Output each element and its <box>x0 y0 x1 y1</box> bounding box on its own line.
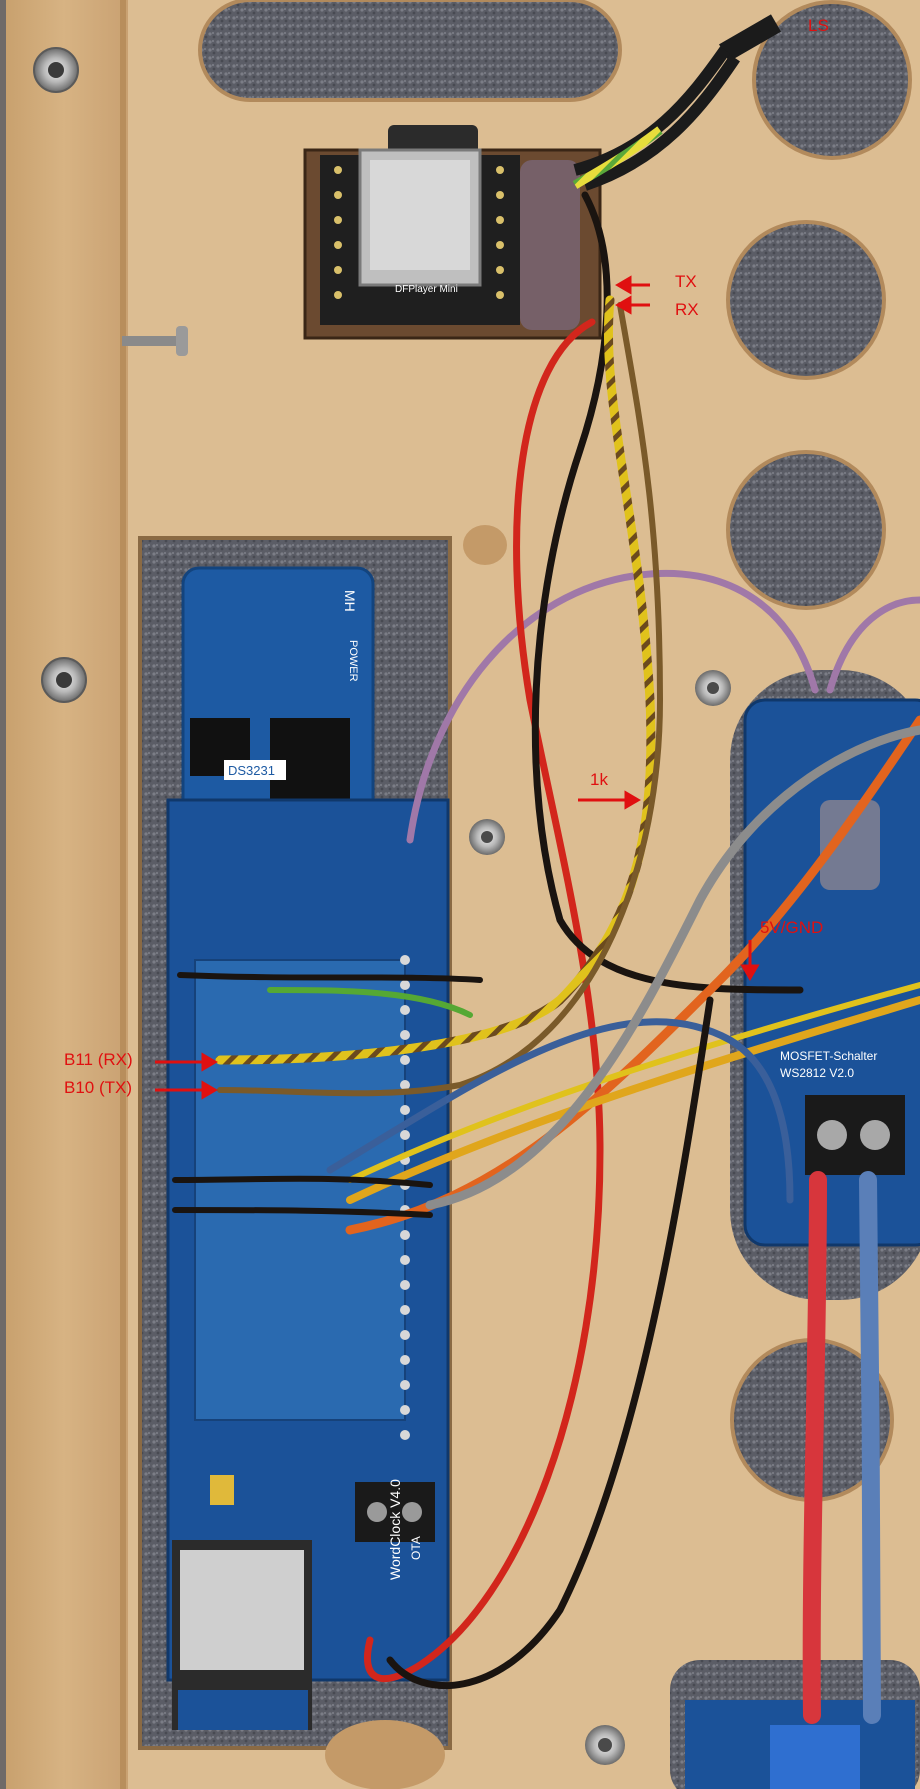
label-5v-gnd: 5V/GND <box>760 918 824 937</box>
bolt <box>122 336 180 346</box>
main-pcb <box>166 798 450 1730</box>
mosfet-board <box>743 698 920 1247</box>
label-ls: LS <box>808 16 829 35</box>
label-1k: 1k <box>590 770 608 789</box>
speaker-connector <box>572 14 781 191</box>
wood-side-rail <box>0 0 128 1789</box>
label-b11-rx: B11 (RX) <box>64 1050 133 1069</box>
main-board-subtitle: OTA <box>409 1536 423 1560</box>
wires <box>172 191 920 1724</box>
label-b10-tx: B10 (TX) <box>64 1078 133 1097</box>
label-tx: TX <box>675 272 697 291</box>
mosfet-title: MOSFET-Schalter <box>780 1049 877 1063</box>
dfplayer-module <box>303 125 602 340</box>
label-rx: RX <box>675 300 699 319</box>
annotation-arrows <box>155 275 760 1100</box>
mosfet-model: WS2812 V2.0 <box>780 1066 854 1080</box>
rtc-brand: MH <box>342 590 358 612</box>
main-board-title: WordClock V4.0 <box>387 1479 403 1580</box>
dfplayer-silkscreen: DFPlayer Mini <box>395 284 458 295</box>
rtc-chip-label: DS3231 <box>228 763 275 778</box>
rtc-power-label: POWER <box>347 640 359 682</box>
